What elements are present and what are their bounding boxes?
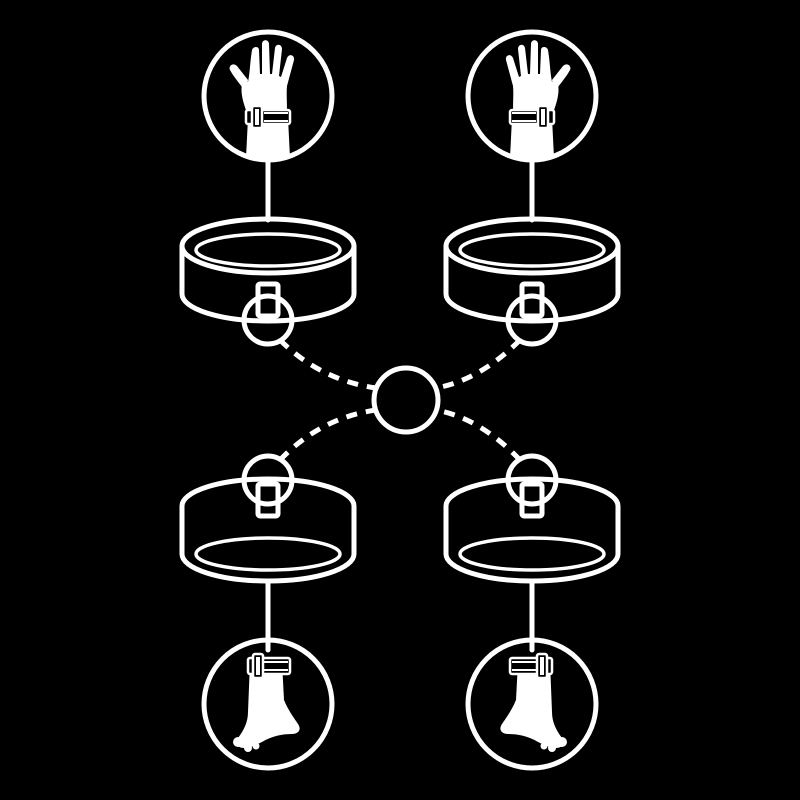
cuff-icon — [443, 453, 621, 584]
cuff-icon — [179, 453, 357, 584]
foot-with-cuff-icon — [201, 637, 335, 771]
foot-with-cuff-icon — [465, 637, 599, 771]
cuff-icon — [179, 216, 357, 347]
dashed-connector — [435, 338, 522, 391]
dashed-connector — [435, 407, 522, 462]
cuff-icon — [443, 216, 621, 347]
hand-with-cuff-icon — [201, 29, 335, 163]
center-ring-icon — [371, 365, 441, 435]
hand-with-cuff-icon — [465, 29, 599, 163]
